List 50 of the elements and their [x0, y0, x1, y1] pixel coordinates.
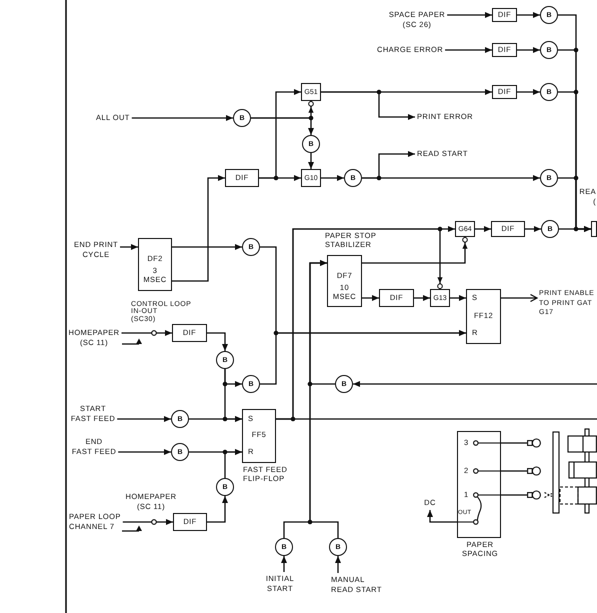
signal-arrow: [427, 510, 457, 523]
signal-arrow: [445, 47, 492, 53]
lamp-icon: [527, 466, 541, 476]
signal-arrow: [353, 381, 597, 387]
cut-off-block: [591, 221, 597, 237]
signal-arrow: [172, 175, 225, 282]
signal-arrow: [414, 295, 430, 301]
lamp-icon: [527, 490, 541, 500]
signal-arrow: [189, 416, 242, 422]
signal-arrow: [122, 330, 172, 336]
signal-arrow: [321, 175, 344, 181]
signal-arrow: [525, 226, 541, 232]
signal-arrow: [260, 330, 466, 385]
signal-arrow: [308, 153, 314, 169]
signal-arrow: [362, 175, 540, 181]
connector-line: [501, 442, 527, 444]
signal-arrow: [475, 226, 491, 232]
signal-arrow: [447, 12, 492, 18]
signal-arrow: [132, 115, 233, 121]
signal-arrow: [517, 12, 540, 18]
signal-arrow: [281, 556, 287, 572]
flip-flop-block: [242, 409, 276, 463]
delay-block: [138, 238, 172, 291]
lamp-icon: [527, 438, 541, 448]
signal-arrow: [251, 117, 314, 135]
signal-arrow: [362, 295, 379, 301]
signal-arrow: [207, 332, 228, 351]
signal-arrow: [517, 47, 540, 53]
signal-arrow: [207, 496, 228, 523]
signal-arrow: [559, 226, 591, 232]
switch-panel: [457, 431, 501, 538]
connector-line: [276, 418, 597, 420]
signal-arrow: [224, 449, 242, 478]
signal-arrow: [259, 89, 301, 179]
signal-arrow: [122, 519, 173, 525]
signal-arrow: [118, 449, 171, 455]
signal-arrow: [362, 237, 468, 264]
signal-arrow: [517, 89, 540, 95]
signal-arrow: [450, 295, 466, 301]
signal-arrow: [309, 260, 339, 538]
signal-arrow: [321, 91, 415, 120]
signal-arrow: [120, 244, 138, 250]
signal-arrow: [172, 244, 242, 250]
flip-flop-block: [466, 289, 501, 344]
signal-arrow: [117, 416, 171, 422]
signal-arrow: [501, 294, 538, 302]
delay-block: [327, 255, 362, 307]
signal-arrow: [335, 556, 341, 573]
connector-line: [501, 470, 527, 472]
connector-line: [501, 494, 527, 496]
